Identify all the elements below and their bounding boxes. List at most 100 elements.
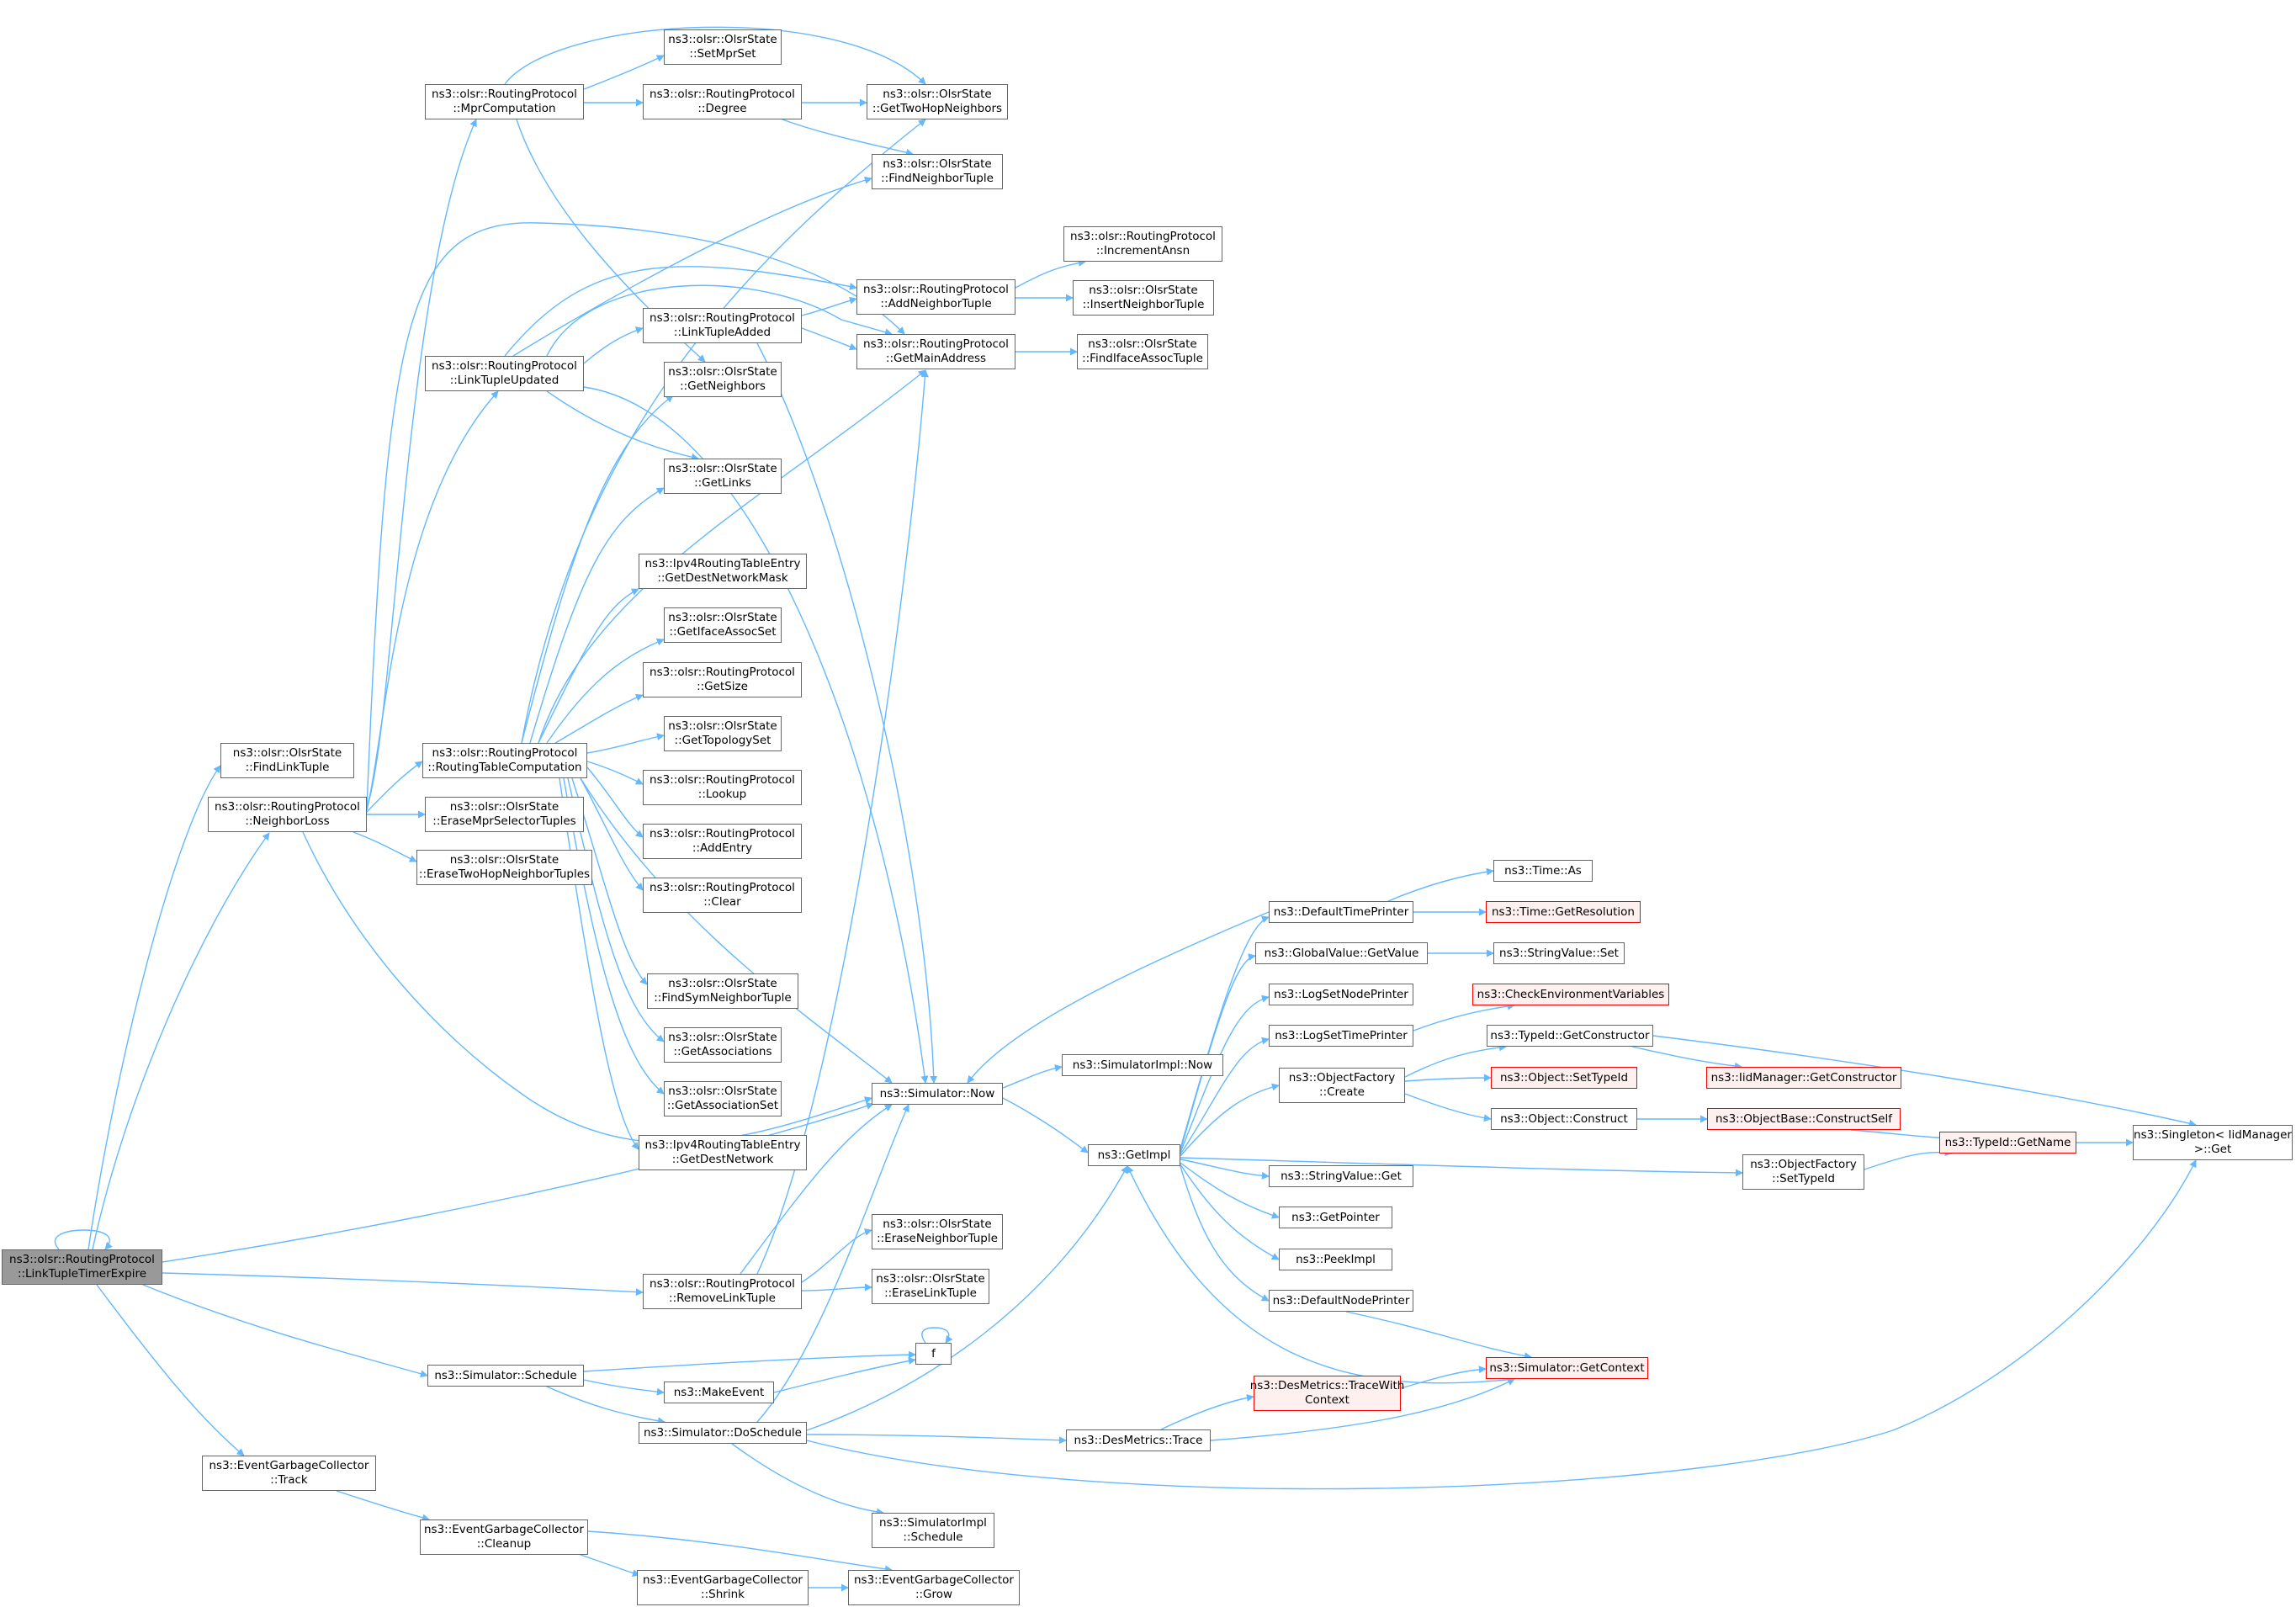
call-edge	[801, 1283, 872, 1291]
node-erase-link-tuple[interactable]: ns3::olsr::OlsrState::EraseLinkTuple	[872, 1269, 989, 1304]
call-edge	[740, 1104, 893, 1275]
node-get-two-hop-neighbors[interactable]: ns3::olsr::OlsrState::GetTwoHopNeighbors	[867, 84, 1008, 119]
node-get-dest-network[interactable]: ns3::Ipv4RoutingTableEntry::GetDestNetwo…	[639, 1135, 807, 1170]
node-get-main-address[interactable]: ns3::olsr::RoutingProtocol::GetMainAddre…	[856, 334, 1015, 369]
node-label: ns3::olsr::RoutingProtocol	[650, 1277, 795, 1291]
call-edge	[504, 266, 857, 357]
node-default-time-printer[interactable]: ns3::DefaultTimePrinter	[1269, 901, 1413, 923]
node-get-neighbors[interactable]: ns3::olsr::OlsrState::GetNeighbors	[664, 362, 782, 397]
node-label: ns3::CheckEnvironmentVariables	[1477, 987, 1665, 1001]
node-object-set-type-id[interactable]: ns3::Object::SetTypeId	[1491, 1067, 1637, 1089]
call-edge	[580, 777, 644, 891]
node-sim-schedule[interactable]: ns3::Simulator::Schedule	[427, 1365, 584, 1387]
node-label: ns3::olsr::OlsrState	[883, 88, 992, 101]
node-object-base-construct-self[interactable]: ns3::ObjectBase::ConstructSelf	[1707, 1108, 1901, 1130]
node-log-set-time-printer[interactable]: ns3::LogSetTimePrinter	[1269, 1025, 1413, 1047]
node-get-topology-set[interactable]: ns3::olsr::OlsrState::GetTopologySet	[664, 716, 782, 751]
node-egc-cleanup[interactable]: ns3::EventGarbageCollector::Cleanup	[420, 1519, 588, 1555]
node-find-sym-neighbor-tuple[interactable]: ns3::olsr::OlsrState::FindSymNeighborTup…	[647, 973, 798, 1009]
call-edge	[366, 761, 423, 813]
node-peek-impl[interactable]: ns3::PeekImpl	[1279, 1249, 1392, 1270]
node-egc-track[interactable]: ns3::EventGarbageCollector::Track	[202, 1456, 376, 1491]
node-iid-manager-get-constructor[interactable]: ns3::IidManager::GetConstructor	[1706, 1067, 1901, 1089]
call-edge	[366, 119, 477, 809]
node-label: ns3::olsr::OlsrState	[668, 365, 777, 379]
node-erase-neighbor-tuple[interactable]: ns3::olsr::OlsrState::EraseNeighborTuple	[872, 1214, 1003, 1249]
call-edge	[583, 386, 929, 1084]
node-check-environment-variables[interactable]: ns3::CheckEnvironmentVariables	[1472, 984, 1669, 1005]
node-lookup[interactable]: ns3::olsr::RoutingProtocol::Lookup	[643, 770, 802, 805]
call-edge	[1413, 1002, 1515, 1032]
node-mpr-computation[interactable]: ns3::olsr::RoutingProtocol::MprComputati…	[425, 84, 584, 119]
node-label: ::Track	[270, 1473, 308, 1487]
node-get-impl[interactable]: ns3::GetImpl	[1088, 1144, 1180, 1166]
node-degree[interactable]: ns3::olsr::RoutingProtocol::Degree	[643, 84, 802, 119]
node-get-pointer[interactable]: ns3::GetPointer	[1279, 1207, 1392, 1228]
node-get-association-set[interactable]: ns3::olsr::OlsrState::GetAssociationSet	[664, 1081, 782, 1116]
node-des-metrics-trace[interactable]: ns3::DesMetrics::Trace	[1066, 1429, 1211, 1451]
node-time-as[interactable]: ns3::Time::As	[1493, 860, 1593, 882]
node-sim-do-schedule[interactable]: ns3::Simulator::DoSchedule	[639, 1422, 807, 1444]
node-neighbor-loss[interactable]: ns3::olsr::RoutingProtocol::NeighborLoss	[208, 797, 367, 832]
node-remove-link-tuple[interactable]: ns3::olsr::RoutingProtocol::RemoveLinkTu…	[643, 1274, 802, 1309]
node-label: ::InsertNeighborTuple	[1082, 298, 1205, 311]
node-egc-grow[interactable]: ns3::EventGarbageCollector::Grow	[848, 1570, 1020, 1605]
call-edge	[587, 1530, 893, 1573]
call-edge	[921, 1327, 953, 1344]
node-set-mpr-set[interactable]: ns3::olsr::OlsrState::SetMprSet	[664, 29, 782, 65]
node-get-associations[interactable]: ns3::olsr::OlsrState::GetAssociations	[664, 1027, 782, 1063]
node-string-value-get[interactable]: ns3::StringValue::Get	[1269, 1165, 1413, 1187]
node-typeid-get-constructor[interactable]: ns3::TypeId::GetConstructor	[1487, 1025, 1653, 1047]
node-time-get-resolution[interactable]: ns3::Time::GetResolution	[1486, 901, 1641, 923]
node-string-value-set[interactable]: ns3::StringValue::Set	[1493, 942, 1625, 964]
node-increment-ansn[interactable]: ns3::olsr::RoutingProtocol::IncrementAns…	[1063, 226, 1222, 262]
node-label: ns3::olsr::OlsrState	[449, 800, 559, 814]
node-add-neighbor-tuple[interactable]: ns3::olsr::RoutingProtocol::AddNeighborT…	[856, 279, 1015, 315]
node-typeid-get-name[interactable]: ns3::TypeId::GetName	[1939, 1132, 2076, 1154]
node-erase-two-hop-neighbor-tuples[interactable]: ns3::olsr::OlsrState::EraseTwoHopNeighbo…	[416, 850, 592, 885]
node-singleton-get[interactable]: ns3::Singleton< IidManager >::Get	[2133, 1125, 2293, 1160]
call-edge	[583, 1379, 665, 1396]
node-get-iface-assoc-set[interactable]: ns3::olsr::OlsrState::GetIfaceAssocSet	[664, 607, 782, 643]
call-edge	[1631, 1046, 1742, 1070]
node-log-set-node-printer[interactable]: ns3::LogSetNodePrinter	[1269, 984, 1413, 1005]
node-erase-mpr-selector-tuples[interactable]: ns3::olsr::OlsrState::EraseMprSelectorTu…	[425, 797, 584, 832]
node-get-size[interactable]: ns3::olsr::RoutingProtocol::GetSize	[643, 662, 802, 697]
call-edge	[563, 777, 665, 1095]
node-simimpl-now[interactable]: ns3::SimulatorImpl::Now	[1062, 1054, 1223, 1076]
call-edge	[554, 693, 644, 744]
node-label: ns3::olsr::RoutingProtocol	[863, 337, 1009, 351]
node-link-tuple-updated[interactable]: ns3::olsr::RoutingProtocol::LinkTupleUpd…	[425, 356, 584, 391]
node-label: ::MprComputation	[453, 102, 556, 115]
node-object-factory-create[interactable]: ns3::ObjectFactory::Create	[1279, 1068, 1405, 1103]
call-edge	[586, 761, 644, 785]
node-egc-shrink[interactable]: ns3::EventGarbageCollector::Shrink	[637, 1570, 809, 1605]
node-object-construct[interactable]: ns3::Object::Construct	[1491, 1108, 1637, 1130]
node-label: ns3::GlobalValue::GetValue	[1264, 946, 1419, 960]
node-label: ns3::EventGarbageCollector	[854, 1573, 1014, 1587]
node-find-iface-assoc-tuple[interactable]: ns3::olsr::OlsrState::FindIfaceAssocTupl…	[1077, 334, 1208, 369]
call-edge	[353, 831, 417, 862]
node-f[interactable]: f	[915, 1343, 952, 1365]
node-object-factory-set-type-id[interactable]: ns3::ObjectFactory::SetTypeId	[1742, 1154, 1864, 1190]
node-simimpl-schedule[interactable]: ns3::SimulatorImpl::Schedule	[872, 1513, 994, 1548]
call-edge	[583, 326, 644, 364]
node-find-neighbor-tuple[interactable]: ns3::olsr::OlsrState::FindNeighborTuple	[872, 154, 1003, 189]
node-default-node-printer[interactable]: ns3::DefaultNodePrinter	[1269, 1290, 1413, 1312]
node-link-tuple-added[interactable]: ns3::olsr::RoutingProtocol::LinkTupleAdd…	[643, 308, 802, 343]
node-get-links[interactable]: ns3::olsr::OlsrState::GetLinks	[664, 459, 782, 494]
call-edge	[1404, 1093, 1492, 1122]
node-global-value-get-value[interactable]: ns3::GlobalValue::GetValue	[1255, 942, 1428, 964]
node-simulator-get-context[interactable]: ns3::Simulator::GetContext	[1486, 1357, 1648, 1379]
node-label: ns3::DesMetrics::Trace	[1074, 1433, 1203, 1447]
node-make-event[interactable]: ns3::MakeEvent	[664, 1382, 774, 1403]
node-get-dest-network-mask[interactable]: ns3::Ipv4RoutingTableEntry::GetDestNetwo…	[639, 554, 807, 589]
node-sim-now[interactable]: ns3::Simulator::Now	[872, 1083, 1003, 1105]
node-add-entry[interactable]: ns3::olsr::RoutingProtocol::AddEntry	[643, 824, 802, 859]
node-find-link-tuple[interactable]: ns3::olsr::OlsrState::FindLinkTuple	[220, 743, 354, 778]
node-routing-table-computation[interactable]: ns3::olsr::RoutingProtocol::RoutingTable…	[422, 743, 587, 778]
node-label: ns3::ObjectFactory	[1288, 1071, 1396, 1085]
node-clear[interactable]: ns3::olsr::RoutingProtocol::Clear	[643, 878, 802, 913]
node-insert-neighbor-tuple[interactable]: ns3::olsr::OlsrState::InsertNeighborTupl…	[1073, 280, 1214, 316]
